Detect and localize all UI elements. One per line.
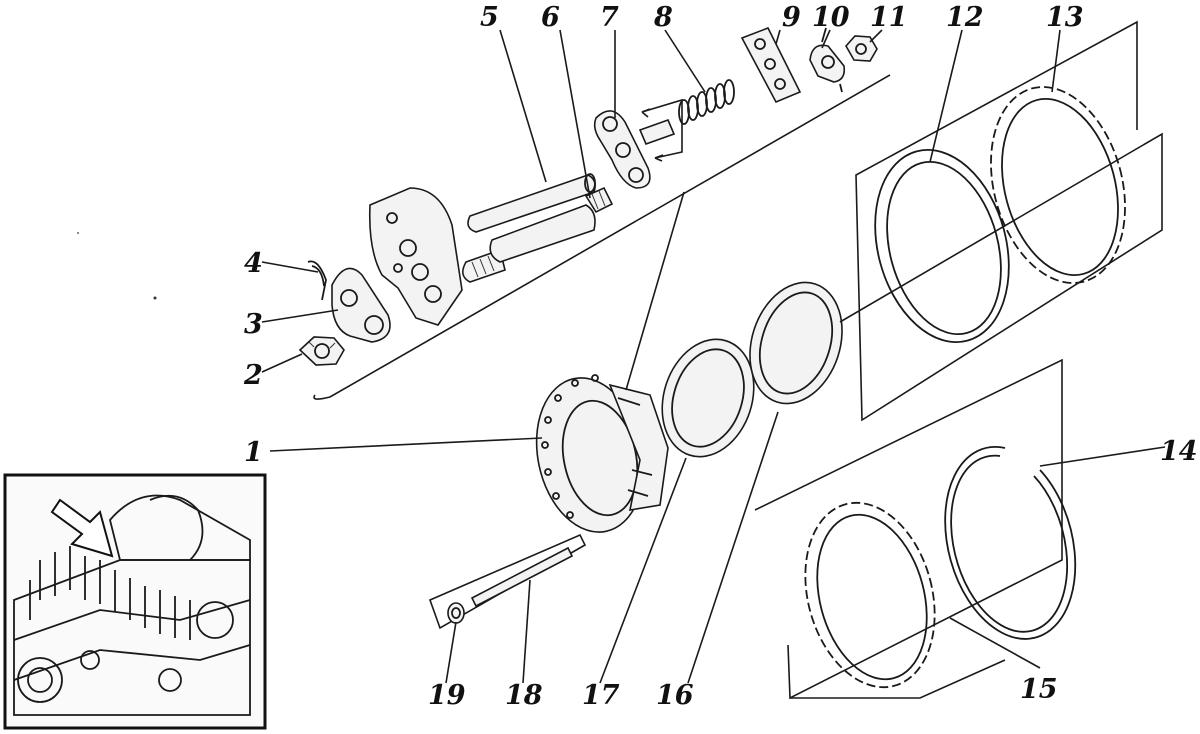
callout-19: 19 <box>428 680 466 711</box>
steel-disc-part-12 <box>874 149 1010 343</box>
threaded-pin-part-6 <box>462 186 614 283</box>
lever-bracket-part <box>368 187 463 326</box>
link-plate-part-3 <box>331 267 391 343</box>
cotter-pin-part-4 <box>307 260 327 301</box>
speck <box>77 232 79 234</box>
engine-locator-inset <box>3 473 267 730</box>
clutch-housing-part-1 <box>535 374 669 533</box>
snap-ring-part-14 <box>944 445 1077 640</box>
plug-part-19 <box>447 602 465 624</box>
callout-10: 10 <box>812 2 850 33</box>
plate-part-9 <box>740 26 802 104</box>
callout-18: 18 <box>505 680 543 711</box>
callout-11: 11 <box>870 2 908 33</box>
hex-nut-part-11 <box>845 35 878 62</box>
seal-ring-part-17 <box>661 338 755 458</box>
coil-spring-part-8 <box>678 79 735 125</box>
tab-washer-part-10 <box>809 27 846 93</box>
speck <box>153 296 157 300</box>
leader-lines <box>261 29 1166 684</box>
friction-disc-part-13 <box>990 86 1126 284</box>
callout-16: 16 <box>656 680 694 711</box>
friction-disc-part-15 <box>804 501 936 689</box>
callout-14: 14 <box>1160 436 1198 467</box>
callout-3: 3 <box>244 309 263 340</box>
callout-labels: 1 2 3 4 5 6 7 8 9 10 11 12 13 14 15 16 1… <box>243 2 1198 711</box>
three-hole-plate-part-7 <box>593 110 651 189</box>
lower-right-bracket <box>754 358 1063 700</box>
rod-part-18 <box>428 533 587 630</box>
spring-pin-with-arrows <box>638 98 683 162</box>
callout-6: 6 <box>541 2 560 33</box>
callout-12: 12 <box>946 2 984 33</box>
callout-1: 1 <box>244 437 263 468</box>
callout-13: 13 <box>1046 2 1084 33</box>
injector-studs <box>29 546 191 640</box>
locator-arrow <box>50 498 114 558</box>
callout-4: 4 <box>244 248 263 279</box>
callout-8: 8 <box>653 2 673 33</box>
callout-15: 15 <box>1020 674 1058 705</box>
callout-9: 9 <box>782 2 801 33</box>
callout-17: 17 <box>582 680 620 711</box>
callout-2: 2 <box>243 360 263 391</box>
callout-7: 7 <box>600 2 619 33</box>
upper-right-bracket <box>839 20 1163 422</box>
castle-nut-part-2 <box>298 336 345 366</box>
upper-group-bracket <box>313 74 891 400</box>
callout-5: 5 <box>480 2 499 33</box>
lower-bracket-base <box>790 659 1006 699</box>
bearing-ring-part-16 <box>749 281 843 405</box>
